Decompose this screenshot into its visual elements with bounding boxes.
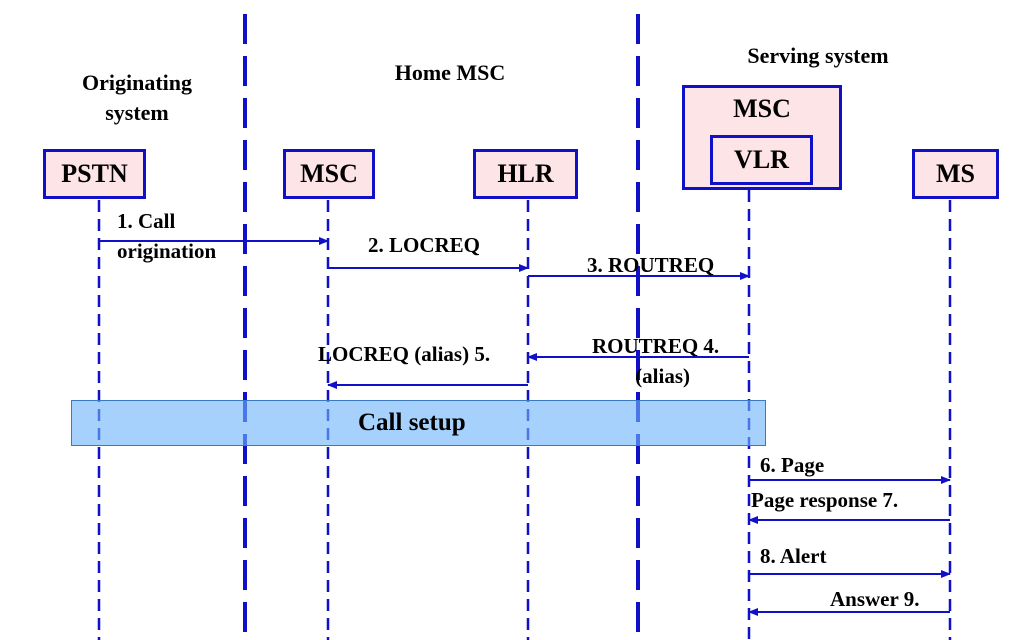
message-2-label: 2. LOCREQ [368, 233, 481, 257]
entity-msc-serving-label: MSC [733, 94, 791, 123]
header-originating-line1: Originating [81, 70, 192, 95]
header-originating-system: Originating system [62, 68, 212, 128]
entity-hlr: HLR [473, 149, 578, 199]
header-home-msc: Home MSC [394, 60, 506, 85]
message-8-label: 8. Alert [760, 544, 827, 568]
message-5-label: LOCREQ (alias) 5. [318, 342, 491, 366]
message-4-line1: ROUTREQ 4. [592, 334, 720, 358]
entity-msc-home: MSC [283, 149, 375, 199]
message-1-line1: 1. Call [117, 209, 176, 233]
entity-ms: MS [912, 149, 999, 199]
header-serving-system: Serving system [747, 43, 889, 68]
message-9-label: Answer 9. [830, 587, 920, 611]
header-originating-line2: system [105, 100, 169, 125]
entity-vlr: VLR [710, 135, 813, 185]
message-4-label: ROUTREQ 4. (alias) [592, 331, 719, 391]
call-setup-band [71, 400, 766, 446]
message-4-line2: (alias) [635, 364, 690, 388]
message-7-label: Page response 7. [751, 488, 899, 512]
entity-pstn: PSTN [43, 149, 146, 199]
message-6-label: 6. Page [760, 453, 825, 477]
call-setup-label: Call setup [358, 409, 466, 436]
message-3-label: 3. ROUTREQ [587, 253, 715, 277]
message-1-line2: origination [117, 239, 217, 263]
message-1-label: 1. Call origination [117, 206, 216, 266]
